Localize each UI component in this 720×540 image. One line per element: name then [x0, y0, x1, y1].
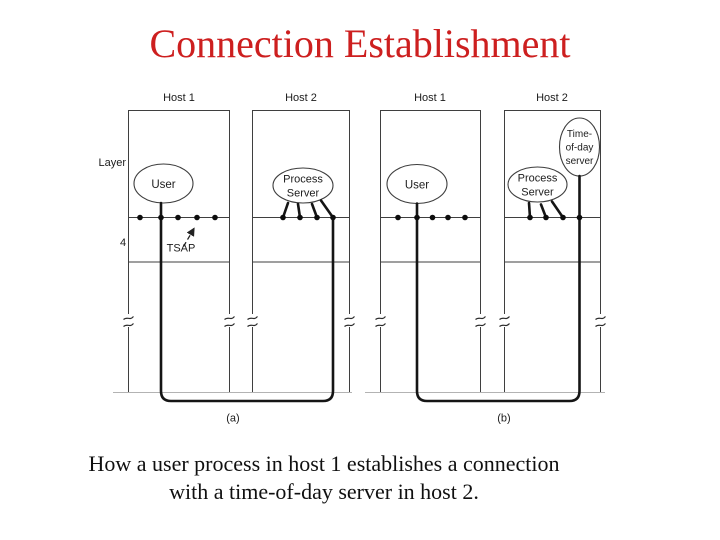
caption-line-1: How a user process in host 1 establishes… [88, 451, 560, 476]
tod-label-2: of-day [566, 143, 594, 154]
host1-box-a [128, 110, 230, 392]
panel-a-label: (a) [226, 413, 239, 425]
process-server-label-b2: Server [521, 187, 554, 199]
tsap-dots-b-host2 [527, 214, 583, 221]
tod-label-1: Time- [567, 129, 592, 140]
connection-cable-a [159, 201, 335, 403]
tsap-dots-b-host1 [395, 214, 468, 221]
host2-box-b [504, 110, 601, 392]
user-oval-a [133, 163, 194, 204]
panel-b: Host 1 Host 2 User Process Server Time- … [365, 92, 605, 425]
panel-a: Host 1 Host 2 Layer 4 User Process Serve… [98, 92, 352, 425]
panel-b-label: (b) [497, 413, 510, 425]
process-server-oval-b [507, 166, 568, 203]
tsap-label: TSAP [167, 243, 196, 255]
process-server-label-a2: Server [287, 188, 320, 200]
slide-title: Connection Establishment [149, 21, 571, 66]
process-server-label-b1: Process [518, 173, 558, 185]
connection-cable-b [415, 174, 581, 403]
caption: How a user process in host 1 establishes… [0, 450, 648, 506]
host1-box-b [380, 110, 481, 392]
caption-line-2: with a time-of-day server in host 2. [169, 479, 479, 504]
tod-label-3: server [566, 156, 594, 167]
tsap-arrow [182, 227, 195, 247]
host2-label-b: Host 2 [536, 92, 568, 104]
host1-label-a: Host 1 [163, 92, 195, 104]
user-label-b: User [405, 180, 429, 192]
host2-label-a: Host 2 [285, 92, 317, 104]
tsap-diagram: Host 1 Host 2 Layer 4 User Process Serve… [98, 92, 607, 425]
host2-box-a [252, 110, 350, 392]
user-label-a: User [151, 179, 175, 191]
cable-break-marks [122, 314, 607, 327]
process-server-oval-a [272, 167, 334, 204]
layer-label: Layer [98, 157, 126, 169]
tsap-dots-a-host2 [280, 214, 336, 221]
tsap-dots-a-host1 [137, 214, 218, 221]
host1-label-b: Host 1 [414, 92, 446, 104]
process-server-label-a1: Process [283, 174, 323, 186]
layer4-label: 4 [120, 237, 126, 249]
